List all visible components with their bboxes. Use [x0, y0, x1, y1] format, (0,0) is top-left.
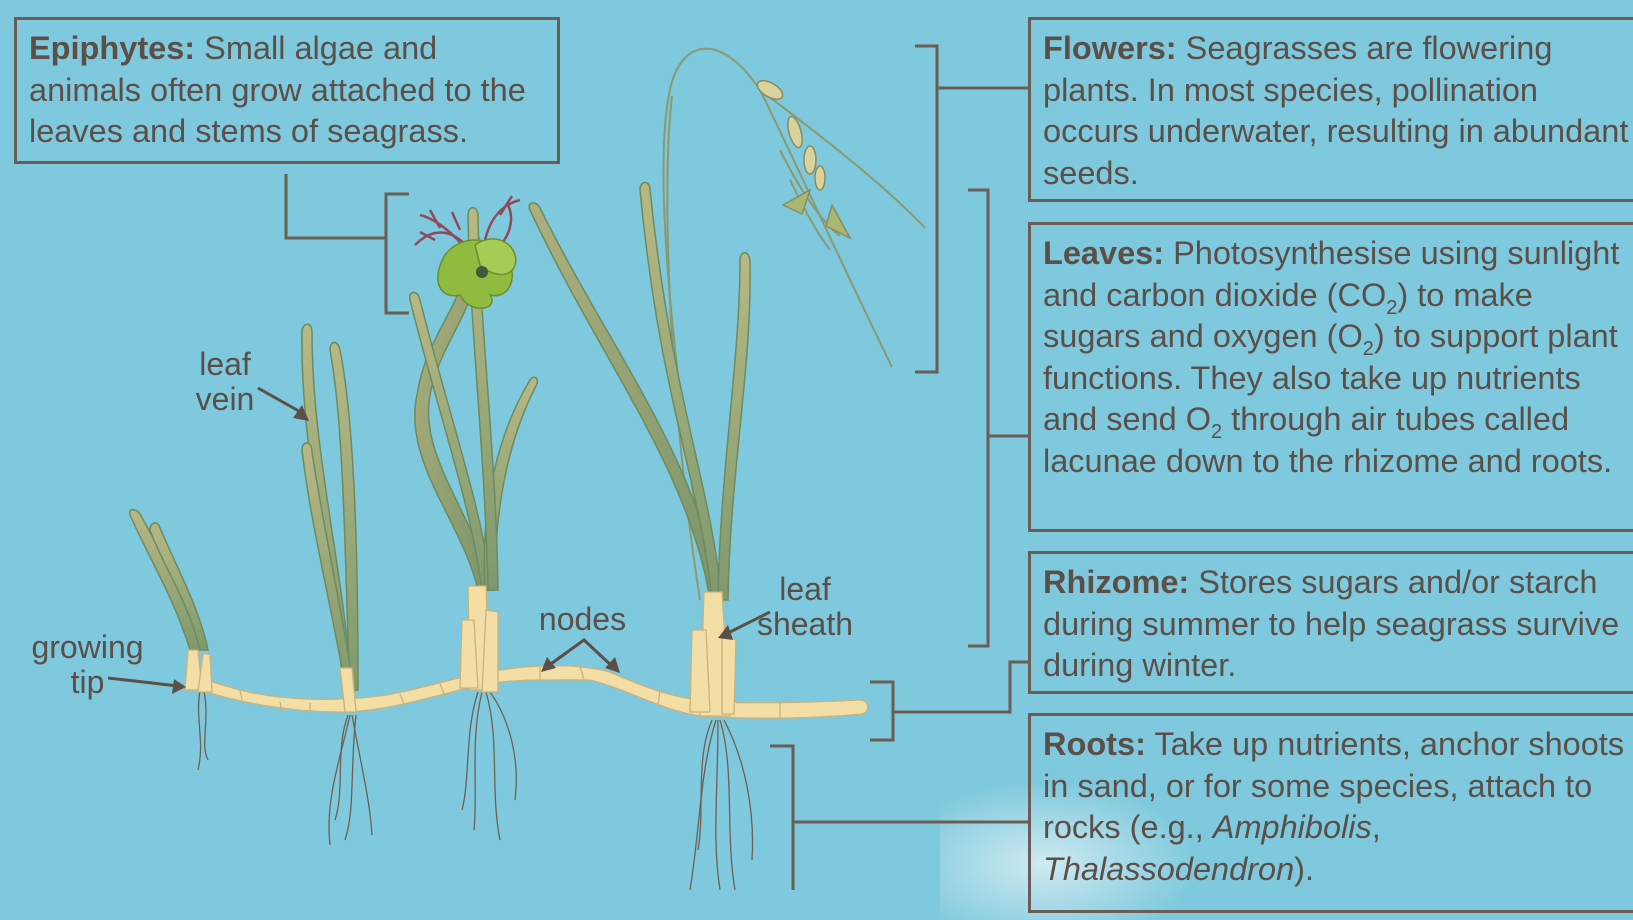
leaves-term: Leaves:: [1043, 235, 1164, 271]
roots-bracket: [770, 746, 793, 890]
flowers-bracket: [915, 46, 937, 372]
rhizome-connector: [893, 662, 1028, 712]
roots-box: Roots: Take up nutrients, anchor shoots …: [1028, 713, 1633, 913]
o2-subscript-2: 2: [1211, 421, 1222, 443]
leaf-vein-label-line-2: vein: [185, 382, 265, 417]
rhizome-term: Rhizome:: [1043, 564, 1189, 600]
epiphytes-box: Epiphytes: Small algae and animals often…: [14, 17, 560, 164]
epiphytes-connector: [286, 174, 386, 238]
roots-text-3: ).: [1294, 851, 1314, 887]
seagrass-leaves: [130, 183, 750, 691]
roots: [198, 690, 753, 890]
o2-subscript: 2: [1363, 338, 1374, 360]
flower-heads: [754, 77, 850, 238]
flowers-box: Flowers: Seagrasses are flowering plants…: [1028, 17, 1633, 202]
rhizome: [186, 666, 868, 718]
roots-text-2: ,: [1372, 809, 1381, 845]
co2-subscript: 2: [1386, 297, 1397, 319]
rhizome-bracket: [870, 682, 893, 740]
connector-lines: [286, 46, 1028, 890]
leaves-box: Leaves: Photosynthesise using sunlight a…: [1028, 222, 1633, 532]
leaf-vein-label-line-1: leaf: [185, 347, 265, 382]
rhizome-stem: [186, 666, 868, 718]
epiphytes-bracket: [386, 194, 409, 313]
leaves-bracket: [968, 190, 988, 646]
roots-term: Roots:: [1043, 726, 1146, 762]
leaf-sheath-label: leaf sheath: [745, 572, 865, 642]
growing-tip-label-line-2: tip: [20, 665, 155, 700]
growing-tip-label-line-1: growing: [20, 630, 155, 665]
roots-italic-1: Amphibolis: [1213, 809, 1372, 845]
flowers-term: Flowers:: [1043, 30, 1177, 66]
leaf-sheath-label-line-1: leaf: [745, 572, 865, 607]
leaf-vein-label: leaf vein: [185, 347, 265, 417]
leaf-shoot-1b: [150, 523, 208, 650]
nodes-label: nodes: [530, 602, 635, 637]
rhizome-box: Rhizome: Stores sugars and/or starch dur…: [1028, 551, 1633, 694]
leaf-shoot-4c: [718, 253, 750, 600]
roots-italic-2: Thalassodendron: [1043, 851, 1294, 887]
leaf-shoot-4b: [640, 183, 722, 601]
growing-tip-label: growing tip: [20, 630, 155, 700]
epiphytes-term: Epiphytes:: [29, 30, 195, 66]
nodes-arrow: [548, 640, 614, 668]
leaf-sheath-label-line-2: sheath: [745, 607, 865, 642]
